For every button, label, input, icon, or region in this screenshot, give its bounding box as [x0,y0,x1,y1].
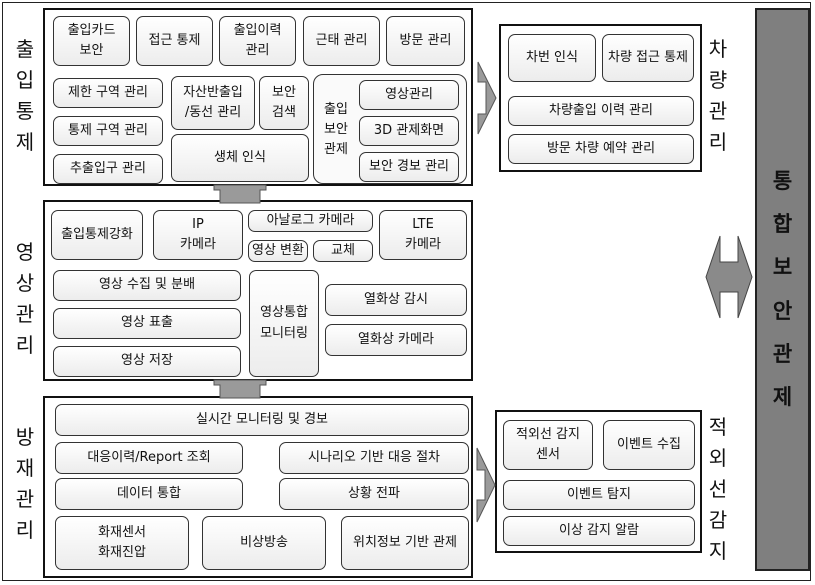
ir-sensor-box: 적외선 감지 센서 [503,420,593,470]
arrow-access-vehicle [477,61,497,135]
integrated-security-control-bar: 통 합 보 안 관 제 [755,8,810,571]
vehicle-management-panel: 차번 인식 차량 접근 통제 차량출입 이력 관리 방문 차량 예약 관리 [499,24,702,172]
vehicle-access-control-box: 차량 접근 통제 [602,34,694,82]
response-report-box: 대응이력/Report 조회 [55,442,243,474]
video-mgmt-box: 영상관리 [359,80,459,110]
asset-movement-box: 자산반출입 /동선 관리 [171,76,255,130]
video-convert-box: 영상 변환 [248,240,308,262]
3d-control-screen-box: 3D 관제화면 [359,116,459,146]
video-storage-box: 영상 저장 [53,346,241,377]
video-display-box: 영상 표출 [53,308,241,339]
access-history-box: 출입이력 관리 [219,16,296,66]
arrow-video-disaster [213,379,267,399]
restricted-area-box: 제한 구역 관리 [53,78,163,108]
card-security-box: 출입카드 보안 [53,16,130,66]
data-integration-box: 데이터 통합 [55,478,243,510]
emergency-broadcast-box: 비상방송 [202,516,326,570]
thermal-camera-box: 열화상 카메라 [325,324,467,356]
biometric-box: 생체 인식 [171,134,309,182]
event-detect-box: 이벤트 탐지 [503,480,695,510]
disaster-management-panel: 실시간 모니터링 및 경보 대응이력/Report 조회 시나리오 기반 대응 … [43,396,473,578]
situation-spread-box: 상황 전파 [279,478,469,510]
infrared-detection-panel: 적외선 감지 센서 이벤트 수집 이벤트 탐지 이상 감지 알람 [495,410,702,553]
plate-recognition-box: 차번 인식 [508,34,596,82]
ip-camera-box: IP 카메라 [153,210,243,260]
integrated-monitoring-box: 영상통합 모니터링 [249,270,319,377]
analog-camera-box: 아날로그 카메라 [248,210,373,232]
video-management-panel: 출입통제강화 IP 카메라 아날로그 카메라 영상 변환 교체 LTE 카메라 … [43,200,473,381]
entry-security-control-box: 출입 보안 관제 [324,101,348,158]
label-disaster-management: 방 재 관 리 [15,425,35,542]
anomaly-alarm-box: 이상 감지 알람 [503,516,695,546]
collect-distribute-box: 영상 수집 및 분배 [53,270,241,301]
event-collect-box: 이벤트 수집 [603,420,695,470]
visit-management-box: 방문 관리 [386,16,465,66]
entrance-exit-box: 추출입구 관리 [53,154,163,184]
arrow-access-video [213,184,267,204]
access-control-panel: 출입카드 보안 접근 통제 출입이력 관리 근태 관리 방문 관리 제한 구역 … [43,8,473,186]
label-vehicle-management: 차 량 관 리 [708,37,728,154]
label-video-management: 영 상 관 리 [15,240,35,357]
location-control-box: 위치정보 기반 관제 [341,516,469,570]
integrated-security-label: 통 합 보 안 관 제 [772,169,793,409]
arrow-integrated-bidirectional [705,235,753,319]
label-access-control: 출 입 통 제 [15,37,35,154]
vehicle-history-box: 차량출입 이력 관리 [508,96,694,126]
thermal-monitor-box: 열화상 감시 [325,284,467,316]
security-alarm-box: 보안 경보 관리 [359,152,459,182]
access-enhance-box: 출입통제강화 [51,210,143,260]
lte-camera-box: LTE 카메라 [379,210,467,260]
replace-box: 교체 [313,240,373,262]
realtime-monitoring-box: 실시간 모니터링 및 경보 [55,404,469,436]
access-control-box: 접근 통제 [136,16,213,66]
security-search-box: 보안 검색 [259,76,309,130]
scenario-procedure-box: 시나리오 기반 대응 절차 [279,442,469,474]
label-infrared-detection: 적 외 선 감 지 [708,415,728,563]
visit-reservation-box: 방문 차량 예약 관리 [508,134,694,164]
arrow-disaster-infrared [476,447,496,523]
fire-sensor-box: 화재센서 화재진압 [55,516,189,570]
controlled-area-box: 통제 구역 관리 [53,116,163,146]
attendance-box: 근태 관리 [303,16,380,66]
